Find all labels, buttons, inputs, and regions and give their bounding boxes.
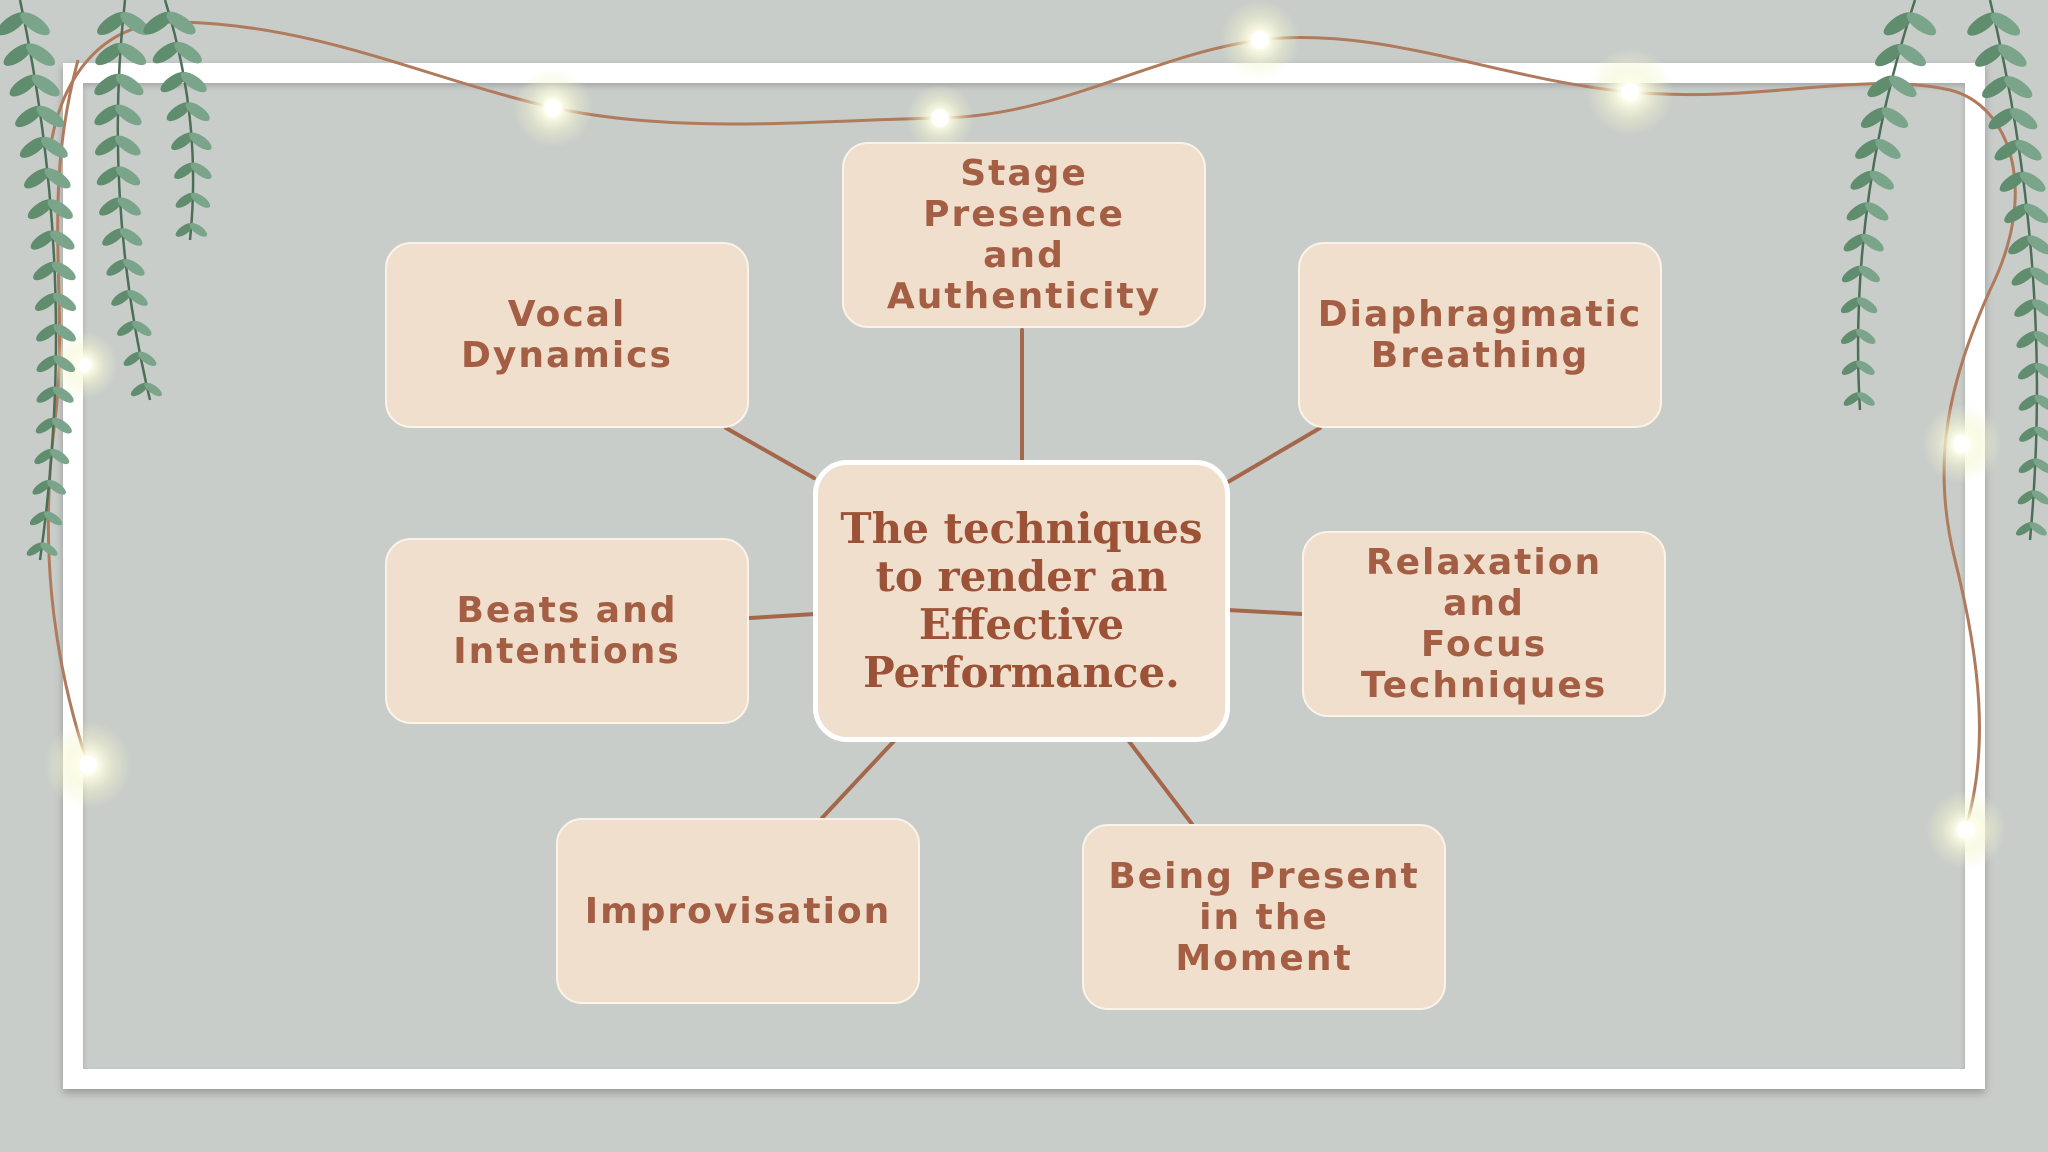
eucalyptus-vine-icon [1838,0,2048,541]
connector-relaxation-focus [1226,608,1304,616]
connector-vocal-dynamics [724,426,816,480]
connector-being-present [1126,738,1194,826]
node-being-present: Being Present in the Moment [1082,824,1446,1010]
node-relaxation-focus: Relaxation and Focus Techniques [1302,531,1666,717]
node-diaphragmatic-breathing: Diaphragmatic Breathing [1298,242,1662,428]
connector-beats-intentions [748,612,817,620]
node-beats-intentions: Beats and Intentions [385,538,749,724]
node-vocal-dynamics: Vocal Dynamics [385,242,749,428]
node-stage-presence: Stage Presence and Authenticity [842,142,1206,328]
connector-diaphragmatic-breathing [1226,426,1322,484]
fairy-lights-icon [44,0,2017,870]
connector-improvisation [820,738,897,820]
eucalyptus-vine-icon [0,0,215,561]
node-center-topic: The techniques to render an Effective Pe… [813,460,1230,742]
node-improvisation: Improvisation [556,818,920,1004]
